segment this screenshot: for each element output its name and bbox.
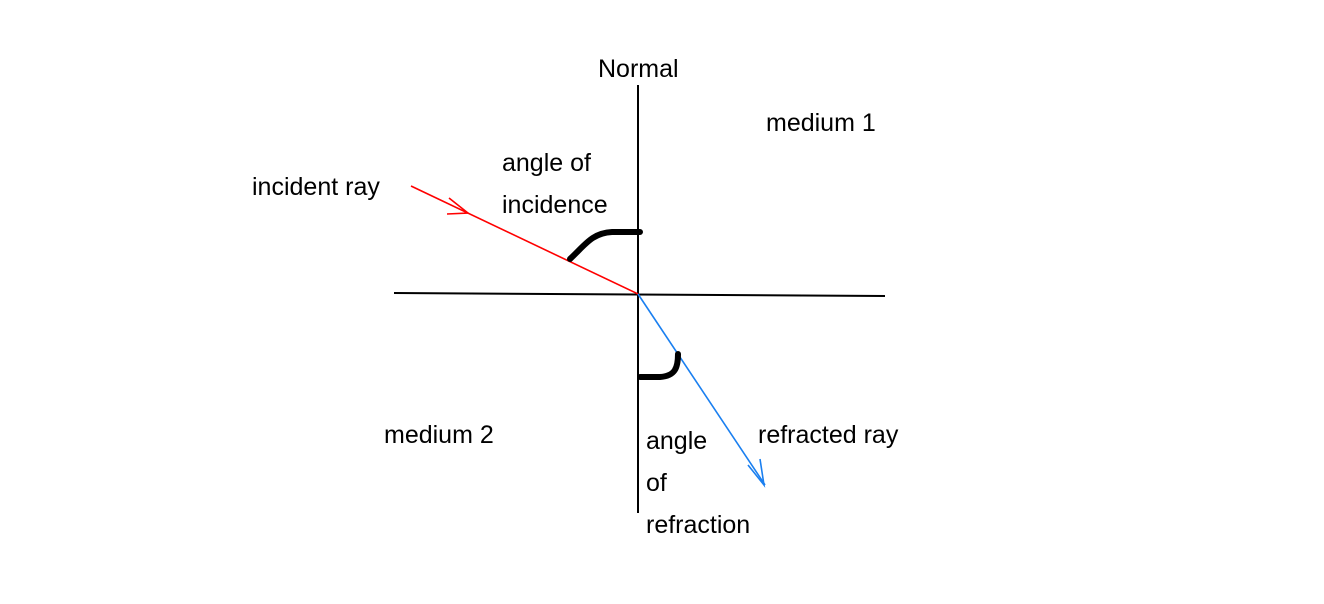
angle-of-refraction-label-line2: of (646, 469, 667, 497)
refracted-arrowhead-icon (747, 458, 766, 488)
angle-of-incidence-label-line1: angle of (502, 149, 591, 177)
medium-2-label: medium 2 (384, 421, 494, 449)
angle-of-refraction-label-line3: refraction (646, 511, 750, 539)
incident-arrowhead-icon (446, 197, 471, 215)
angle-of-refraction-arc (637, 351, 681, 380)
refracted-ray-label: refracted ray (758, 421, 899, 449)
normal-label: Normal (598, 55, 679, 83)
refracted-ray (637, 293, 766, 486)
angle-of-incidence-label-line2: incidence (502, 191, 608, 219)
interface-line (393, 292, 886, 297)
angle-of-refraction-label-line1: angle (646, 427, 707, 455)
angle-of-incidence-arc (567, 229, 643, 262)
incident-ray (410, 185, 639, 295)
medium-1-label: medium 1 (766, 109, 876, 137)
incident-ray-label: incident ray (252, 173, 380, 201)
